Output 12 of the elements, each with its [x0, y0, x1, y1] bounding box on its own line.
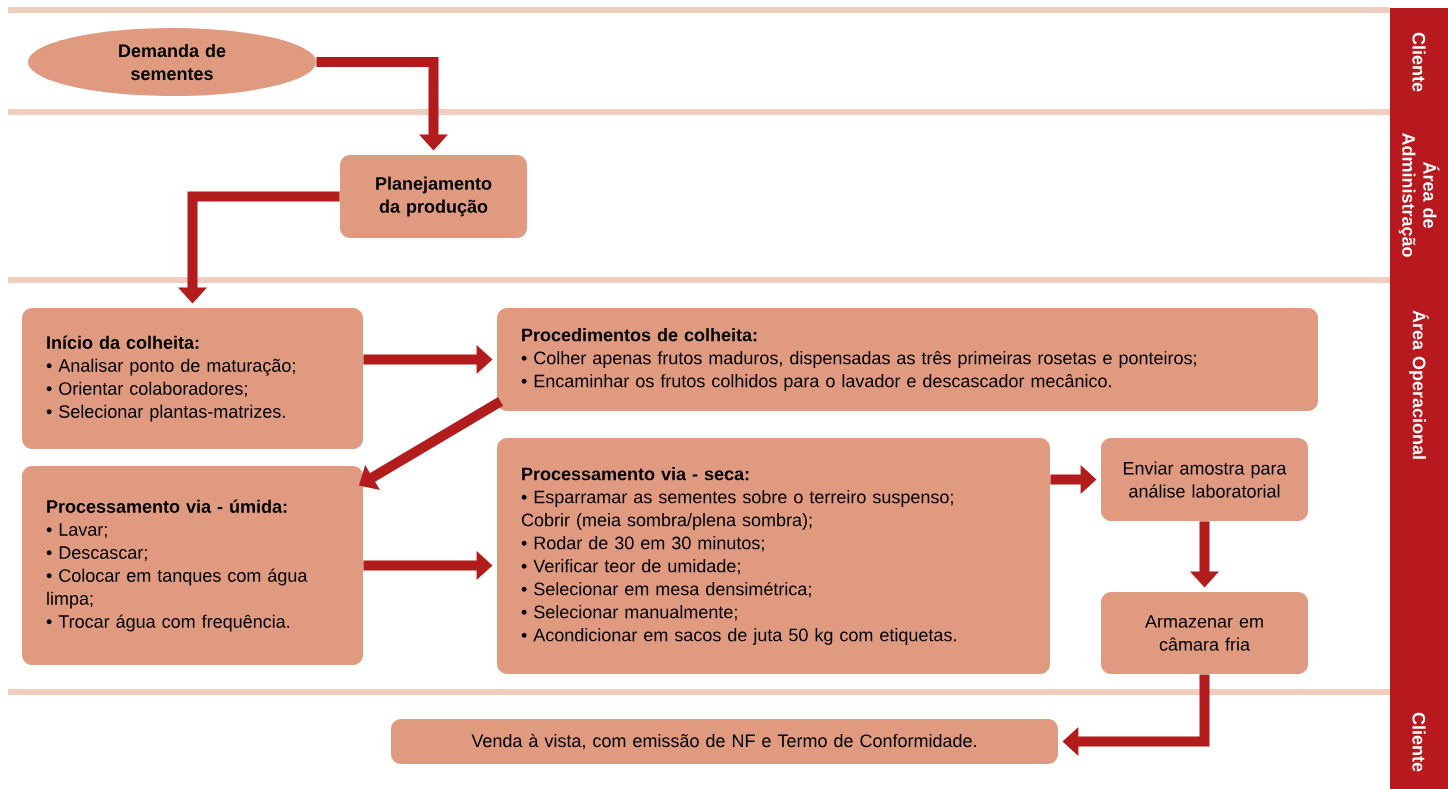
process-box: Enviar amostra para análise laboratorial	[1101, 438, 1308, 521]
process-box: Processamento via - seca: • Esparramar as sementes sobre o terreiro suspenso; Cobrir (meia sombra/plena sombra); • Rodar de 30 em 30 minutos; • Verificar teor de umidade; • Selecionar em mesa densimétrica; • Selecionar manualmente; • Acondicionar em sacos de juta 50 kg com etiquetas.	[497, 438, 1050, 674]
process-box: Processamento via - úmida: • Lavar; • Descascar; • Colocar em tanques com água limpa; • Trocar água com frequência.	[22, 466, 363, 665]
process-box: Venda à vista, com emissão de NF e Termo de Conformidade.	[391, 719, 1058, 764]
process-box: Planejamento da produção	[340, 155, 527, 238]
process-box: Armazenar em câmara fria	[1101, 592, 1308, 674]
process-box: Início da colheita: • Analisar ponto de maturação; • Orientar colaboradores; • Selecionar plantas-matrizes.	[22, 308, 363, 449]
lane-label: Cliente	[1412, 32, 1426, 92]
lane-label: Área Operacional	[1409, 310, 1429, 459]
lane-label: Área de Administração	[1398, 132, 1440, 257]
lane-label: Cliente	[1412, 712, 1426, 772]
process-box: Procedimentos de colheita: • Colher apenas frutos maduros, dispensadas as três primeiras rosetas e ponteiros; • Encaminhar os frutos colhidos para o lavador e descascador mecânico.	[497, 308, 1318, 411]
